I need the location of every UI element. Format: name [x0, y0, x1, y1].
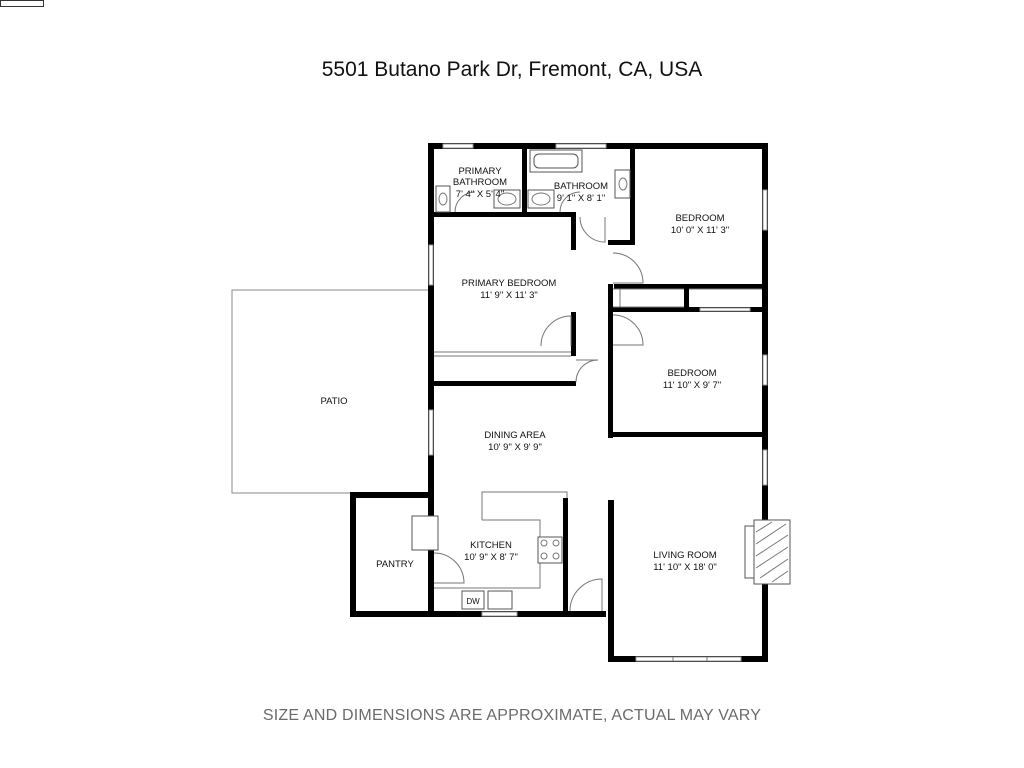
primary-bath-sink — [435, 185, 451, 213]
kitchen-label: KITCHEN — [470, 540, 512, 551]
doors — [433, 191, 644, 612]
pantry-label: PANTRY — [376, 559, 414, 570]
primary-bedroom-label: PRIMARY BEDROOM — [462, 278, 557, 289]
dining-label: DINING AREA — [484, 430, 546, 441]
primary-bathroom-label-2: BATHROOM — [453, 177, 507, 188]
bedroom2-dims: 11' 10" X 9' 7" — [663, 380, 721, 391]
primary-bathroom-label: PRIMARY — [458, 166, 502, 177]
bedroom1-dims: 10' 0" X 11' 3" — [671, 225, 729, 236]
dining-dims: 10' 9" X 9' 9" — [488, 442, 542, 453]
bath-sink — [614, 169, 631, 199]
closet-lines — [434, 288, 762, 357]
primary-bedroom-dims: 11' 9" X 11' 3" — [480, 290, 538, 301]
dishwasher — [461, 590, 485, 610]
patio-area — [231, 289, 433, 494]
bathroom-dims: 9' 1" X 8' 1" — [557, 193, 605, 204]
page-title: 5501 Butano Park Dr, Fremont, CA, USA — [321, 58, 703, 81]
interior-walls — [434, 149, 768, 438]
bedroom2-label: BEDROOM — [667, 368, 716, 379]
kitchen-counters: DW — [411, 491, 568, 610]
brand-logo — [0, 0, 44, 7]
kitchen-sink — [487, 590, 513, 610]
dishwasher-label: DW — [466, 597, 480, 606]
bath-fixtures — [435, 149, 631, 213]
windows — [428, 143, 768, 662]
bathroom-label: BATHROOM — [554, 181, 608, 192]
living-room-dims: 11' 10" X 18' 0" — [653, 562, 717, 573]
disclaimer-text: SIZE AND DIMENSIONS ARE APPROXIMATE, ACT… — [262, 707, 762, 724]
kitchen-dims: 10' 9" X 8' 7" — [464, 552, 518, 563]
living-room-label: LIVING ROOM — [653, 550, 716, 561]
patio-label: PATIO — [320, 396, 347, 407]
fireplace — [744, 519, 791, 585]
bedroom1-label: BEDROOM — [675, 213, 724, 224]
refrigerator — [411, 515, 439, 551]
primary-bathroom-dims: 7' 4" X 5' 4" — [456, 189, 504, 200]
